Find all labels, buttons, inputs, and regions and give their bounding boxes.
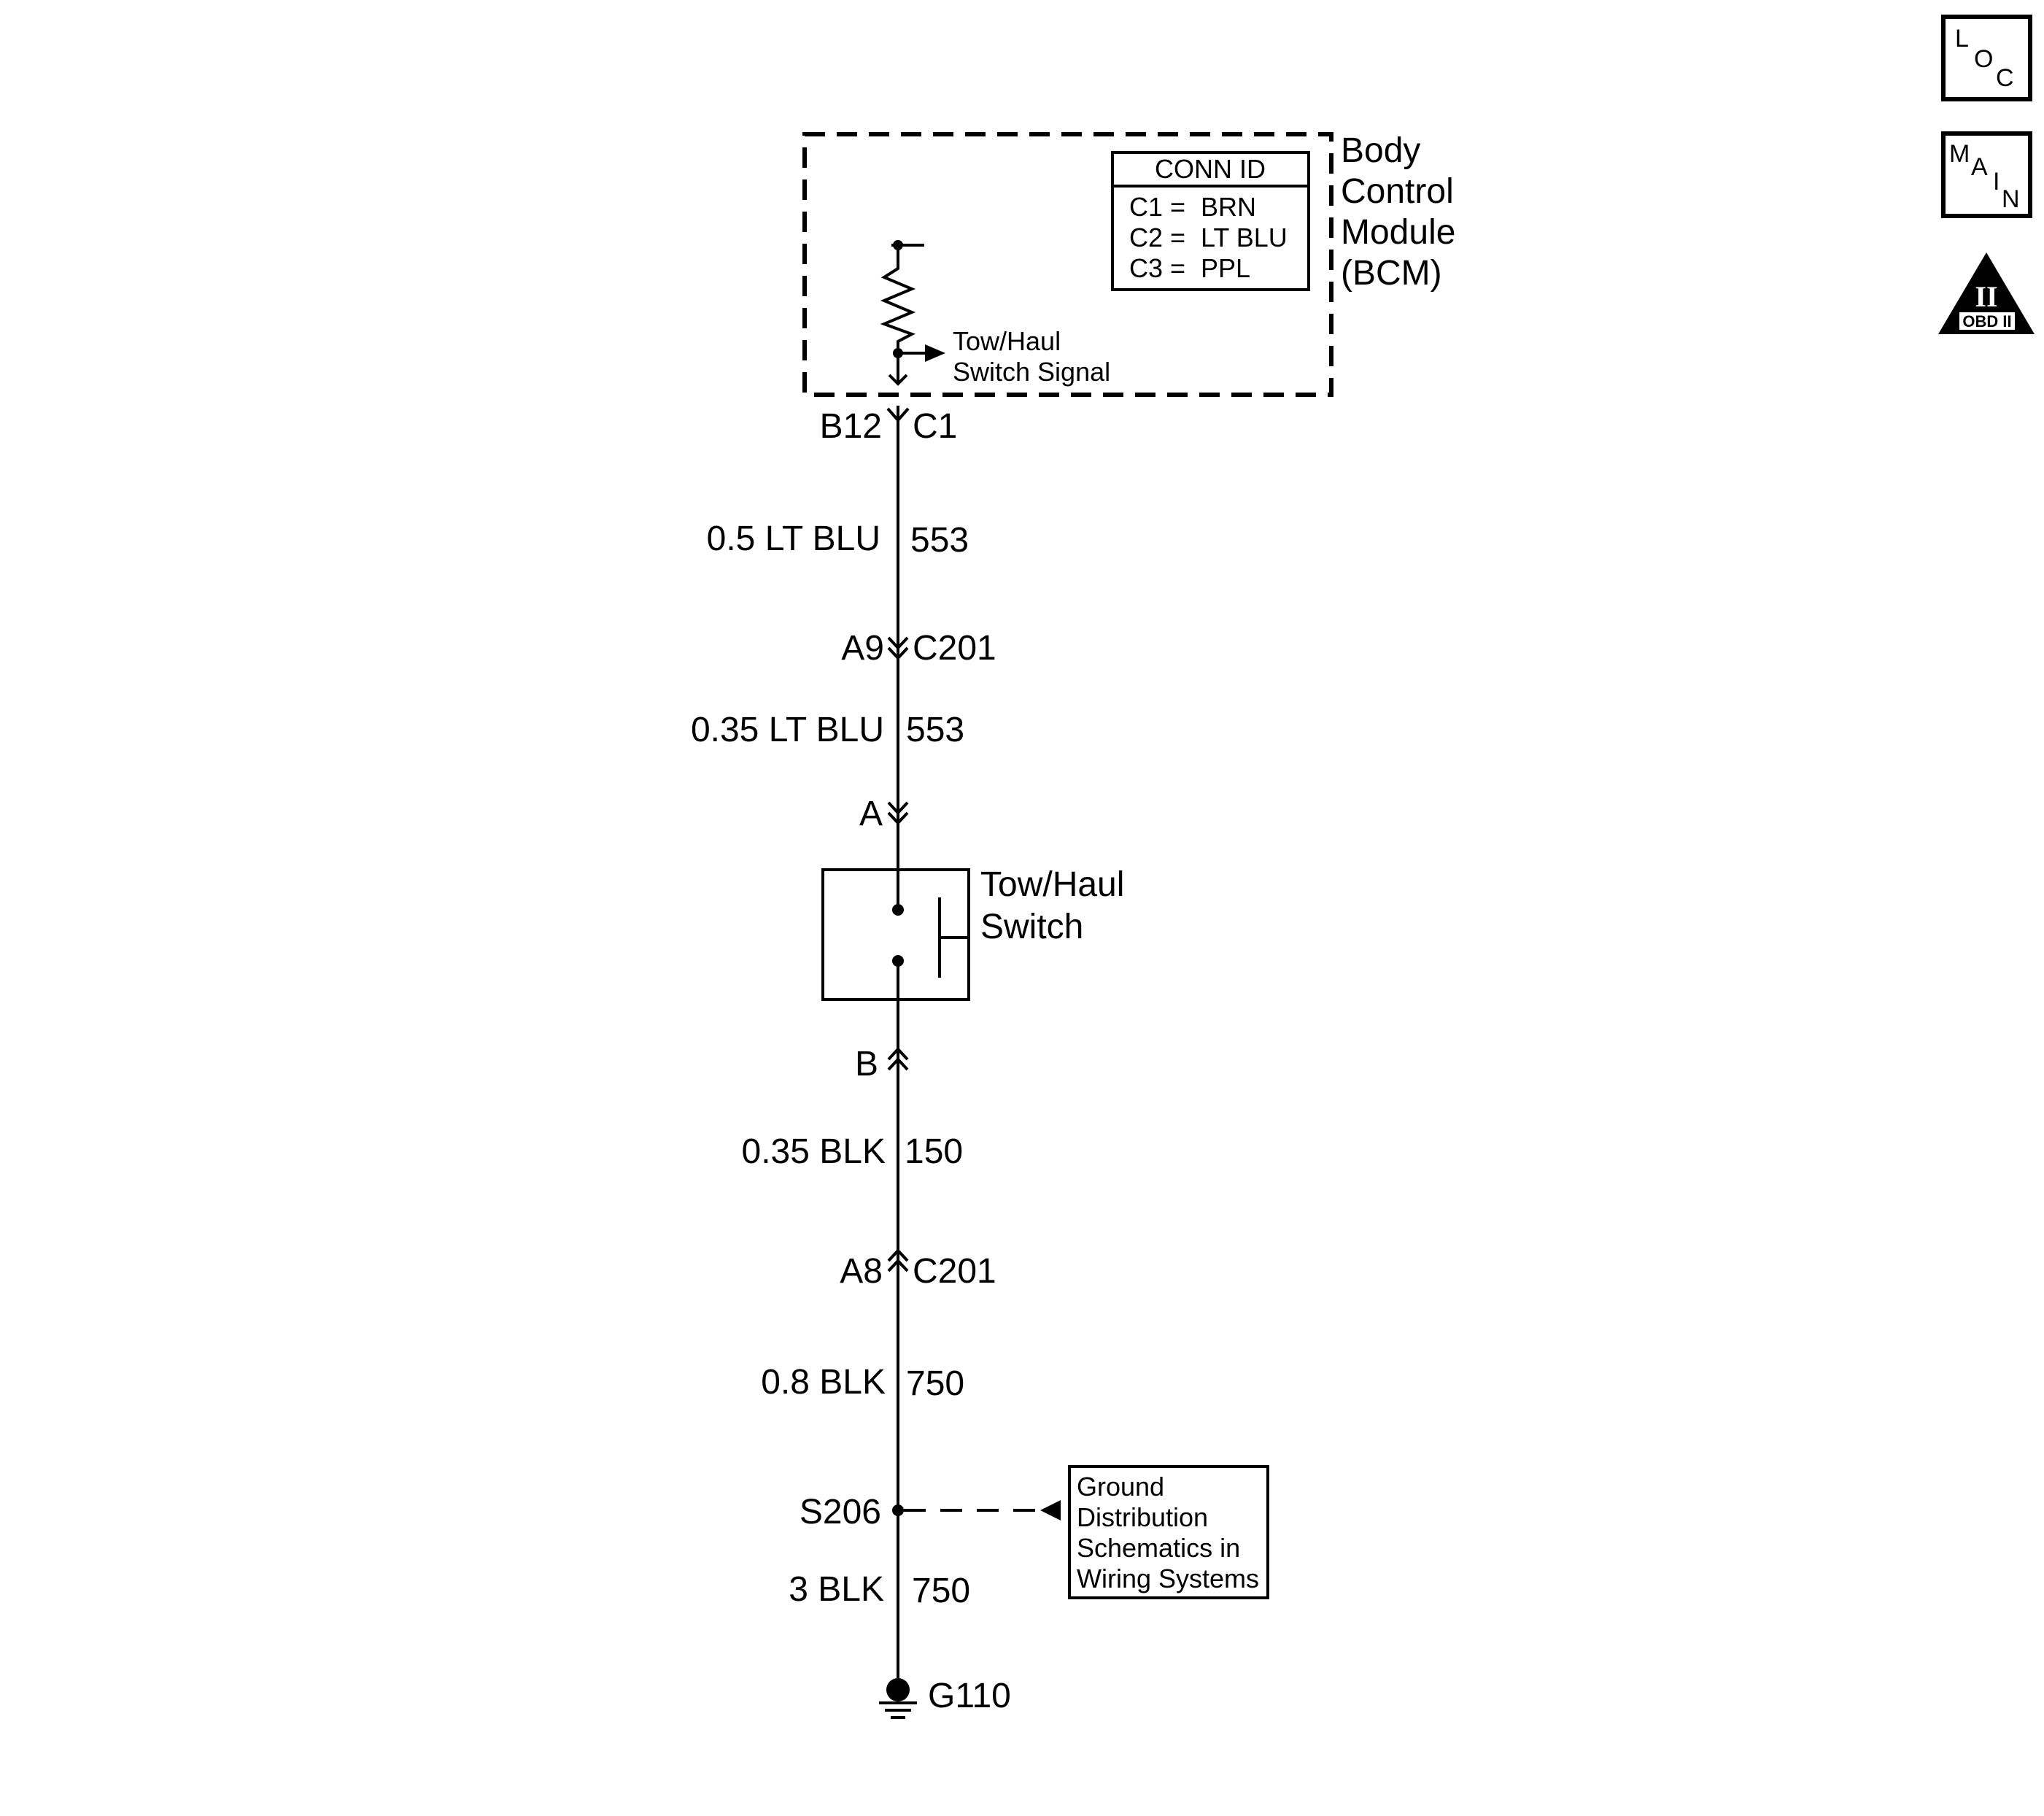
conn-id-row-3-color: PPL [1201, 253, 1250, 283]
obd-numeral: II [1975, 280, 1997, 313]
c201-a9-id: C201 [913, 629, 996, 668]
reference-line-1: Ground [1077, 1472, 1164, 1502]
wire-1-gauge-color: 0.5 LT BLU [707, 519, 880, 558]
signal-label-line-1: Tow/Haul [953, 326, 1061, 356]
c201-a8-id: C201 [913, 1252, 996, 1291]
conn-id-row-2-eq: = [1170, 223, 1185, 252]
splice-s206-label: S206 [800, 1493, 881, 1531]
switch-connector-b-pin: B [855, 1045, 878, 1083]
switch-connector-a-symbol [887, 801, 909, 825]
main-letter-a: A [1971, 153, 1988, 181]
wire-2-circuit: 553 [906, 711, 964, 749]
reference-arrow [1040, 1500, 1061, 1521]
wire-1-circuit: 553 [910, 521, 969, 560]
splice-s206-dot [892, 1504, 904, 1516]
wire-4-gauge-color: 0.8 BLK [761, 1363, 886, 1402]
conn-id-row-1-eq: = [1170, 192, 1185, 222]
conn-id-row-3-pin: C3 [1129, 253, 1163, 283]
reference-line-4: Wiring Systems [1077, 1564, 1259, 1593]
conn-id-row-1-color: BRN [1201, 192, 1256, 222]
pullup-resistor-symbol [880, 240, 945, 386]
bcm-connector-symbol [886, 407, 910, 423]
switch-name-line-1: Tow/Haul [980, 865, 1124, 904]
wire-4-circuit: 750 [906, 1364, 964, 1403]
bcm-connector-pin: B12 [820, 407, 882, 446]
loc-letter-o: O [1974, 45, 1993, 73]
loc-letter-c: C [1996, 64, 2014, 92]
conn-id-table: CONN ID C1 = BRN C2 = LT BLU C3 = PPL [1111, 151, 1310, 291]
c201-a8-connector-symbol [887, 1248, 909, 1272]
obd-label: OBD II [1962, 312, 2011, 331]
conn-id-row-2-color: LT BLU [1201, 223, 1288, 252]
loc-icon[interactable]: L O C [1941, 15, 2032, 101]
loc-letter-l: L [1955, 25, 1969, 53]
bcm-boundary [802, 132, 1333, 397]
wire-5-circuit: 750 [912, 1572, 970, 1610]
conn-id-row-2-pin: C2 [1129, 223, 1163, 252]
switch-name-line-2: Switch [980, 908, 1083, 946]
switch-connector-b-symbol [887, 1047, 909, 1071]
tow-haul-switch-symbol [821, 868, 970, 1001]
switch-connector-a-pin: A [859, 795, 883, 833]
conn-id-row-3-eq: = [1170, 253, 1185, 283]
conn-id-header: CONN ID [1155, 154, 1266, 184]
bcm-name-line-2: Control [1341, 172, 1454, 211]
conn-id-row-1-pin: C1 [1129, 192, 1163, 222]
c201-a9-pin: A9 [841, 629, 884, 668]
ground-g110-label: G110 [928, 1677, 1011, 1715]
signal-label-line-2: Switch Signal [953, 357, 1110, 387]
wire-3-gauge-color: 0.35 BLK [742, 1132, 886, 1171]
main-letter-m: M [1949, 140, 1970, 168]
wire-2-gauge-color: 0.35 LT BLU [691, 711, 884, 749]
ground-symbol [879, 1678, 917, 1719]
c201-a8-pin: A8 [840, 1252, 883, 1291]
wire-3-circuit: 150 [905, 1132, 963, 1171]
wire-5-gauge-color: 3 BLK [789, 1570, 884, 1609]
c201-a9-connector-symbol [887, 636, 909, 660]
main-letter-i: I [1993, 168, 2000, 196]
main-letter-n: N [2002, 185, 2020, 213]
bcm-name-line-4: (BCM) [1341, 254, 1442, 293]
main-icon[interactable]: M A I N [1941, 131, 2032, 218]
obd-ii-icon[interactable]: II OBD II [1938, 252, 2035, 334]
bcm-name-line-1: Body [1341, 131, 1420, 170]
reference-line-2: Distribution [1077, 1502, 1208, 1532]
ground-distribution-reference-box[interactable]: Ground Distribution Schematics in Wiring… [1068, 1465, 1269, 1599]
bcm-name-line-3: Module [1341, 213, 1455, 252]
bcm-connector-id: C1 [913, 407, 957, 446]
reference-line-3: Schematics in [1077, 1533, 1240, 1563]
